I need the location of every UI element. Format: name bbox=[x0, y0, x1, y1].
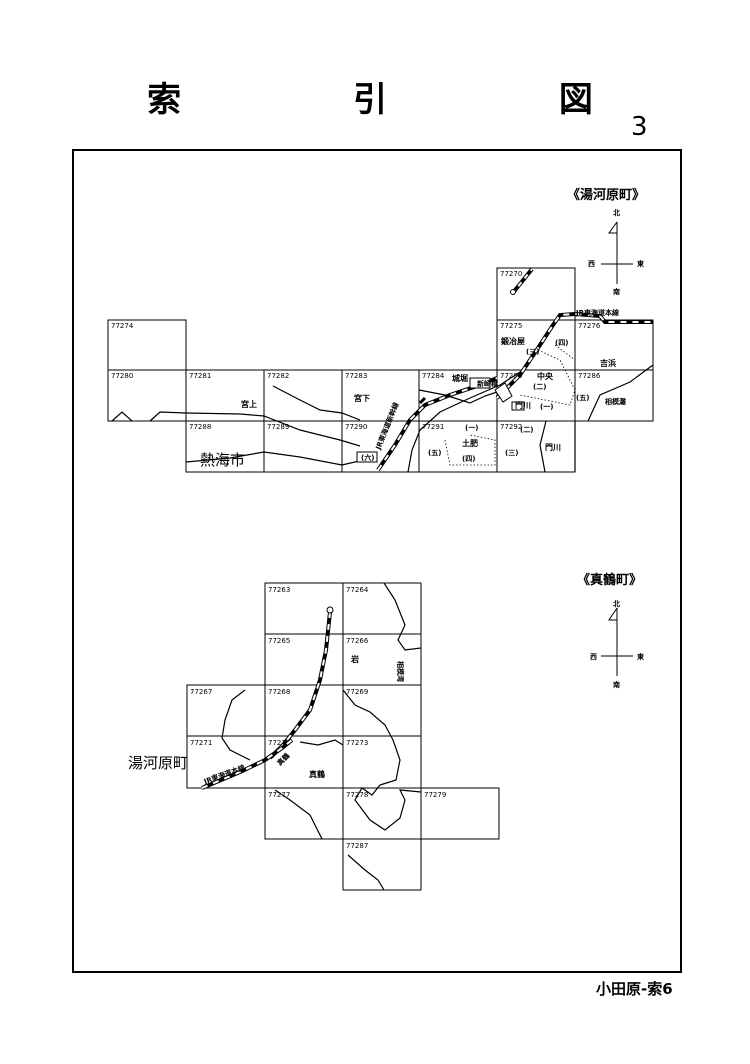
rail-label: JR東海道本線 bbox=[575, 308, 619, 317]
region-manazuru: 《真鶴町》 bbox=[577, 572, 642, 588]
north-tile-labels: 77270 77274 77275 77276 77280 77281 7728… bbox=[111, 270, 601, 431]
tile-label: 77266 bbox=[346, 637, 369, 645]
south-coastline bbox=[221, 582, 422, 891]
place-iwa: 岩 bbox=[350, 654, 359, 664]
town-yugawara: 湯河原町 bbox=[128, 754, 188, 772]
district-label: (一) bbox=[540, 403, 553, 411]
district-label: (五) bbox=[576, 394, 589, 402]
tile-label: 77280 bbox=[111, 372, 133, 380]
place-shinsakibashi: 新崎橋 bbox=[477, 379, 499, 388]
south-tile-labels: 77263 77264 77265 77266 77267 77268 7726… bbox=[190, 586, 446, 850]
tile-label: 77276 bbox=[578, 322, 601, 330]
map-frame bbox=[72, 149, 682, 973]
north-roads bbox=[111, 364, 654, 473]
tile-label: 77290 bbox=[345, 423, 367, 431]
place-shirobori: 城堀 bbox=[452, 373, 468, 383]
tile-77279[interactable] bbox=[420, 787, 500, 840]
tile-label: 77269 bbox=[346, 688, 368, 696]
south-rail-main bbox=[201, 738, 294, 790]
tile-label: 77281 bbox=[189, 372, 211, 380]
tile-label: 77284 bbox=[422, 372, 445, 380]
tile-label: 77274 bbox=[111, 322, 134, 330]
compass-s: 南 bbox=[613, 680, 620, 689]
district-label: (三) bbox=[526, 348, 539, 356]
place-sagaminada: 相模灘 bbox=[605, 397, 626, 406]
district-label: (一) bbox=[465, 424, 478, 432]
place-miyashita: 宮下 bbox=[354, 393, 370, 403]
page-number: 3 bbox=[631, 112, 648, 142]
page-title: 索 引 図 bbox=[147, 80, 673, 120]
south-places: 岩 相模湾 真鶴 真鶴 JR東海道本線 湯河原町 bbox=[128, 654, 405, 786]
place-chuo: 中央 bbox=[537, 371, 554, 381]
district-label: (六) bbox=[361, 453, 374, 462]
compass-n: 北 bbox=[613, 599, 620, 608]
tile-label: 77265 bbox=[268, 637, 290, 645]
tile-label: 77288 bbox=[189, 423, 211, 431]
district-label: (四) bbox=[462, 455, 475, 463]
tile-label: 77263 bbox=[268, 586, 290, 594]
tile-77287[interactable] bbox=[342, 838, 422, 891]
district-label: (二) bbox=[533, 383, 546, 391]
compass-e: 東 bbox=[637, 259, 645, 268]
tile-label: 77282 bbox=[267, 372, 289, 380]
compass-w: 西 bbox=[588, 260, 595, 268]
tile-label: 77292 bbox=[500, 423, 522, 431]
north-rail-main bbox=[495, 311, 653, 400]
tile-label: 77275 bbox=[500, 322, 522, 330]
tile-label: 77278 bbox=[346, 791, 368, 799]
station-box bbox=[469, 377, 491, 389]
compass-north-section bbox=[601, 221, 633, 284]
tile-77286[interactable] bbox=[574, 369, 654, 422]
city-atami: 熱海市 bbox=[200, 451, 245, 469]
tile-label: 77277 bbox=[268, 791, 290, 799]
tile-label: 77268 bbox=[268, 688, 290, 696]
district-label: (五) bbox=[428, 449, 441, 457]
tile-label: 77289 bbox=[267, 423, 289, 431]
tile-label: 77267 bbox=[190, 688, 212, 696]
compass-n: 北 bbox=[613, 208, 620, 217]
place-monkawa-1: 門川 bbox=[515, 401, 531, 410]
place-dohi: 土肥 bbox=[462, 438, 478, 448]
district-label: (二) bbox=[520, 426, 533, 434]
compass-s: 南 bbox=[613, 287, 620, 296]
station-box bbox=[494, 382, 513, 403]
station-box bbox=[356, 451, 378, 463]
tile-label: 77291 bbox=[422, 423, 444, 431]
tile-label: 77283 bbox=[345, 372, 367, 380]
tile-label: 77271 bbox=[190, 739, 212, 747]
place-yoshihama: 吉浜 bbox=[600, 358, 616, 368]
district-label: (四) bbox=[555, 339, 568, 347]
compass-e: 東 bbox=[637, 652, 645, 661]
place-kajiya: 鍛冶屋 bbox=[501, 336, 525, 346]
sheet-id: 小田原-索6 bbox=[596, 980, 673, 998]
tile-label: 77270 bbox=[500, 270, 522, 278]
tile-label: 77287 bbox=[346, 842, 368, 850]
district-label: (三) bbox=[505, 449, 518, 457]
tile-label: 77286 bbox=[578, 372, 601, 380]
place-monkawa-2: 門川 bbox=[545, 443, 561, 452]
south-rail-shinkansen bbox=[268, 606, 334, 760]
place-manazuru: 真鶴 bbox=[309, 769, 325, 779]
compass-w: 西 bbox=[590, 653, 597, 661]
station-box bbox=[511, 401, 525, 411]
place-sagamiwan: 相模湾 bbox=[396, 661, 405, 682]
south-grid bbox=[186, 582, 500, 891]
place-miyagami: 宮上 bbox=[241, 399, 257, 409]
tile-label: 77272 bbox=[268, 739, 290, 747]
tile-label: 77264 bbox=[346, 586, 369, 594]
region-yugawara: 《湯河原町》 bbox=[567, 187, 645, 203]
tile-label: 77279 bbox=[424, 791, 446, 799]
tile-label: 77285 bbox=[500, 372, 522, 380]
rail-label: JR東海道本線 bbox=[202, 763, 246, 787]
compass-south-section bbox=[601, 607, 633, 676]
tile-label: 77273 bbox=[346, 739, 368, 747]
north-district-boundaries bbox=[444, 344, 576, 466]
